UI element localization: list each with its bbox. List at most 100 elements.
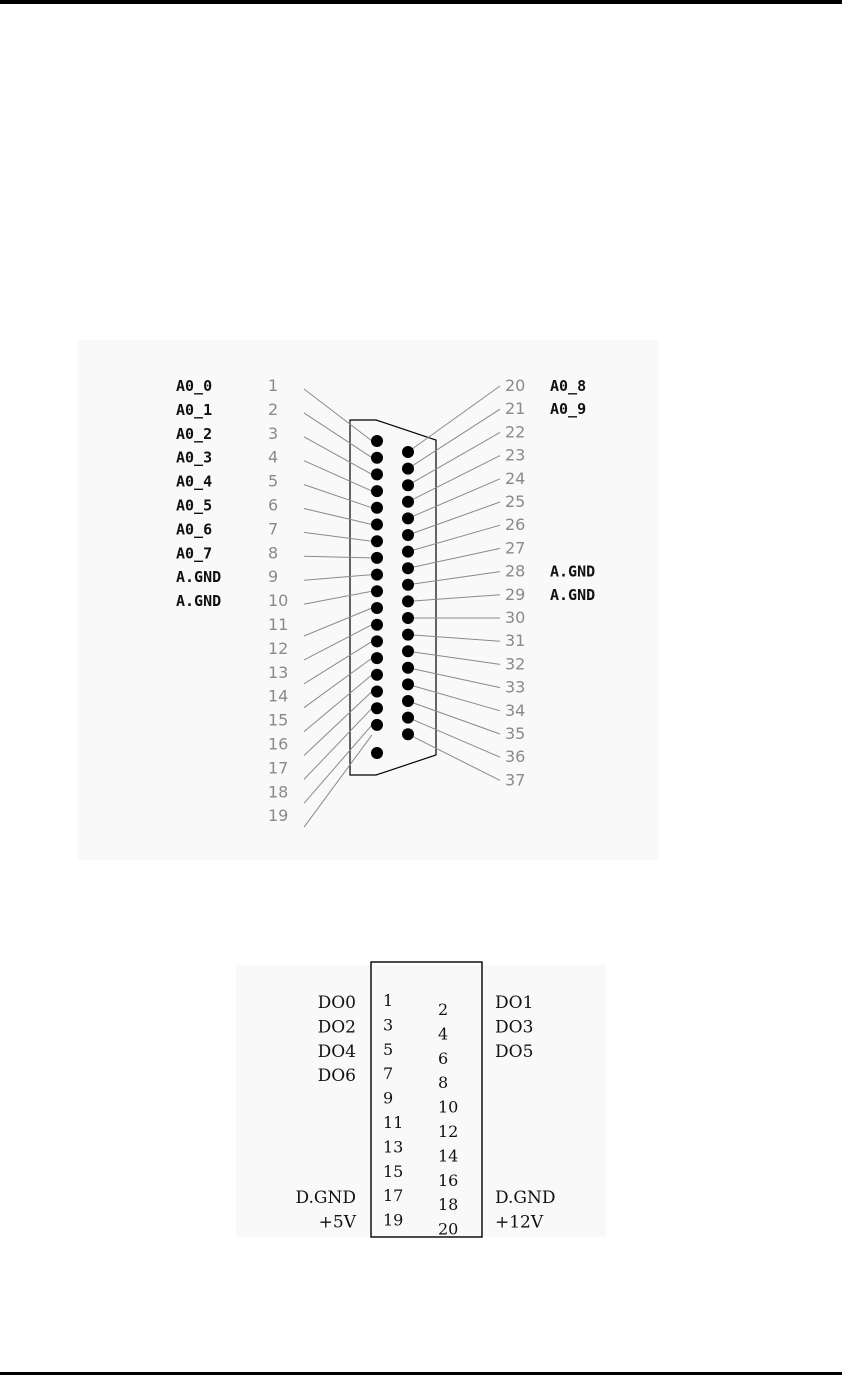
- pin-5-lead: [303, 484, 373, 509]
- pin-25-lead: [407, 501, 501, 536]
- pin-11-contact: [371, 602, 383, 614]
- pin-5-number: 5: [268, 472, 278, 491]
- footer-rule: [0, 1372, 842, 1375]
- dio20-header-box: [370, 961, 483, 1238]
- pin-3-number: 3: [268, 424, 278, 443]
- header-pin-10-number: 10: [438, 1098, 458, 1117]
- pin-22-number: 22: [505, 422, 525, 441]
- pin-7-number: 7: [268, 519, 278, 538]
- header-pin-19-signal-label: +5V: [319, 1213, 357, 1233]
- header-pin-17-number: 17: [383, 1186, 403, 1205]
- pin-1-signal-label: A0_0: [176, 377, 212, 395]
- pin-37-contact: [402, 728, 414, 741]
- header-pin-11-number: 11: [383, 1113, 403, 1132]
- pin-8-signal-label: A0_7: [176, 544, 212, 562]
- pin-2-signal-label: A0_1: [176, 401, 212, 419]
- header-pin-20-signal-label: +12V: [495, 1213, 544, 1233]
- header-pin-2-signal-label: DO1: [495, 993, 533, 1013]
- pin-29-contact: [402, 595, 414, 608]
- pin-27-lead: [407, 547, 501, 569]
- pin-4-contact: [371, 485, 383, 498]
- pin-28-signal-label: A.GND: [550, 563, 595, 581]
- pin-10-signal-label: A.GND: [176, 592, 221, 610]
- pin-11-lead: [303, 607, 373, 637]
- pin-2-number: 2: [268, 400, 278, 419]
- pin-35-number: 35: [505, 724, 525, 743]
- pin-33-number: 33: [505, 678, 525, 697]
- header-pin-18-signal-label: D.GND: [495, 1188, 556, 1208]
- pin-32-number: 32: [505, 654, 525, 673]
- pin-34-number: 34: [505, 701, 525, 720]
- pin-33-contact: [402, 661, 414, 674]
- header-pin-4-signal-label: DO3: [495, 1017, 533, 1037]
- header-pin-13-number: 13: [383, 1137, 403, 1156]
- pin-30-contact: [402, 612, 414, 624]
- pin-19-lead: [303, 734, 373, 828]
- header-pin-17-signal-label: D.GND: [295, 1188, 356, 1208]
- pin-22-lead: [407, 431, 501, 486]
- pin-1-number: 1: [268, 376, 278, 395]
- pin-6-lead: [303, 508, 373, 525]
- header-pin-6-number: 6: [438, 1049, 448, 1068]
- pin-26-lead: [407, 524, 501, 553]
- pin-23-number: 23: [505, 446, 525, 465]
- pin-2-contact: [371, 451, 383, 464]
- pin-4-lead: [303, 460, 373, 492]
- pin-27-contact: [402, 562, 414, 575]
- pin-25-contact: [402, 529, 414, 541]
- pin-12-number: 12: [268, 639, 288, 658]
- pin-15-lead: [303, 674, 373, 732]
- pin-19-contact: [371, 747, 383, 759]
- pin-26-contact: [402, 545, 414, 558]
- pin-21-lead: [407, 408, 501, 470]
- pin-22-contact: [402, 479, 414, 492]
- pin-8-number: 8: [268, 543, 278, 562]
- pin-27-number: 27: [505, 538, 525, 557]
- pin-32-contact: [402, 645, 414, 658]
- pin-34-contact: [402, 678, 414, 691]
- pin-9-signal-label: A.GND: [176, 568, 221, 586]
- pin-33-lead: [407, 667, 501, 689]
- pin-20-contact: [402, 446, 414, 458]
- pin-16-lead: [303, 691, 373, 756]
- db37-connector-diagram: 1A0_02A0_13A0_24A0_35A0_46A0_57A0_68A0_7…: [176, 376, 595, 828]
- pin-18-contact: [371, 718, 383, 731]
- pin-16-contact: [371, 685, 383, 698]
- header-pin-7-number: 7: [383, 1064, 393, 1083]
- header-pin-15-number: 15: [383, 1162, 403, 1181]
- pin-23-lead: [407, 455, 501, 503]
- pin-32-lead: [407, 650, 501, 665]
- pin-31-contact: [402, 628, 414, 641]
- pin-36-contact: [402, 711, 414, 724]
- pin-21-number: 21: [505, 399, 525, 418]
- db37-diagram-background: [78, 340, 658, 860]
- pin-29-number: 29: [505, 585, 525, 604]
- header-pin-2-number: 2: [438, 1000, 448, 1019]
- pin-15-contact: [371, 668, 383, 681]
- pin-14-number: 14: [268, 687, 288, 706]
- pin-18-number: 18: [268, 782, 288, 801]
- pin-28-lead: [407, 571, 501, 586]
- pin-36-lead: [407, 717, 501, 758]
- header-pin-1-number: 1: [383, 991, 393, 1010]
- pin-2-lead: [303, 412, 373, 459]
- pin-10-contact: [371, 585, 383, 598]
- header-pin-9-number: 9: [383, 1089, 393, 1108]
- pin-37-number: 37: [505, 770, 525, 789]
- pin-6-contact: [371, 518, 383, 531]
- header-pin-3-signal-label: DO2: [318, 1017, 356, 1037]
- header-pin-3-number: 3: [383, 1015, 393, 1034]
- header-pin-5-number: 5: [383, 1040, 393, 1059]
- pin-29-lead: [407, 594, 501, 602]
- pin-9-contact: [371, 568, 383, 581]
- pin-6-number: 6: [268, 496, 278, 515]
- pin-31-lead: [407, 634, 501, 642]
- pin-10-number: 10: [268, 591, 288, 610]
- pin-21-signal-label: A0_9: [550, 400, 586, 418]
- pin-5-contact: [371, 501, 383, 514]
- header-rule: [0, 0, 842, 4]
- header-pin-16-number: 16: [438, 1171, 458, 1190]
- pin-1-lead: [303, 388, 373, 442]
- pin-16-number: 16: [268, 735, 288, 754]
- header-pin-19-number: 19: [383, 1211, 403, 1230]
